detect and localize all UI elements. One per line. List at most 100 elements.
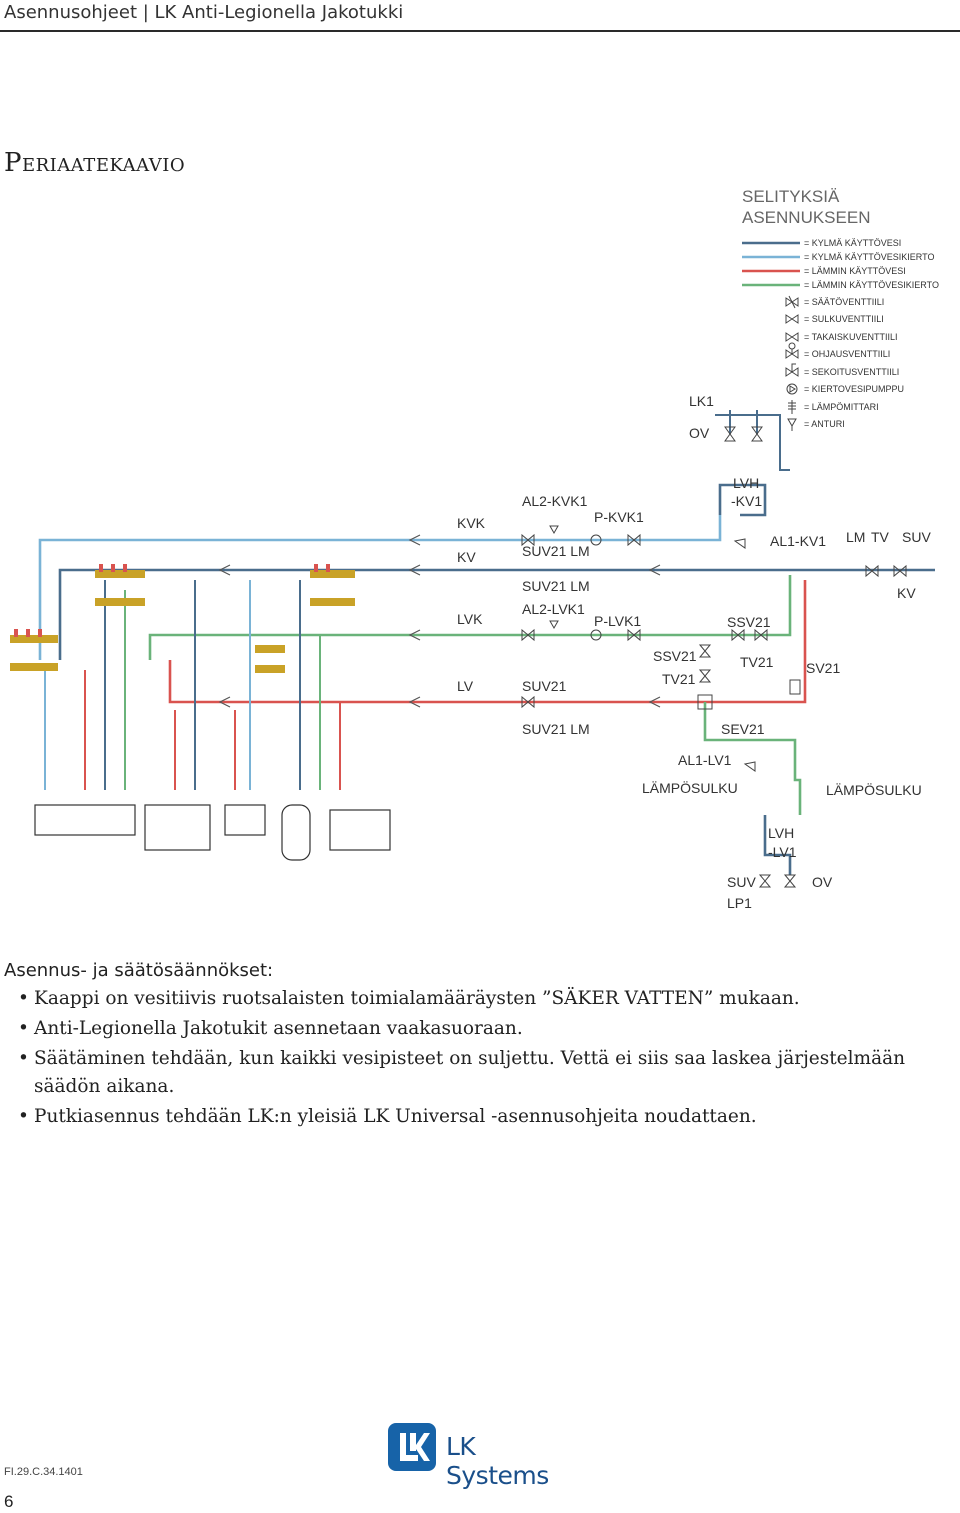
label-kv-right: KV <box>897 585 916 601</box>
rules-heading: Asennus- ja säätösäännökset: <box>4 960 274 981</box>
valve-right-2 <box>893 564 907 578</box>
pipe-kvk <box>38 515 722 660</box>
label-lm: LM <box>846 529 865 545</box>
label-lvh-kv1-b: -KV1 <box>731 493 762 509</box>
rule-item: Putkiasennus tehdään LK:n yleisiä LK Uni… <box>0 1103 950 1131</box>
lk-systems-logo: LK Systems <box>388 1423 578 1490</box>
label-lvh-lv1-b: -LV1 <box>768 844 797 860</box>
manifold-3 <box>10 629 58 671</box>
legend-item-0: = KYLMÄ KÄYTTÖVESI <box>804 238 901 248</box>
rule-item: Anti-Legionella Jakotukit asennetaan vaa… <box>0 1015 950 1043</box>
label-suv21-c: SUV21 <box>522 678 567 694</box>
label-lvh-kv1-a: LVH <box>733 475 759 491</box>
label-kv: KV <box>457 549 476 565</box>
fixture-toilet <box>281 804 311 861</box>
doc-code: FI.29.C.34.1401 <box>4 1466 83 1478</box>
legend-svg: = KYLMÄ KÄYTTÖVESI = KYLMÄ KÄYTTÖVESIKIE… <box>742 238 939 431</box>
circulation-pump-icon <box>786 383 798 395</box>
label-al1-lv1: AL1-LV1 <box>678 752 732 768</box>
pump-p-kvk1 <box>590 534 602 546</box>
pipe-lp1 <box>763 815 792 875</box>
valve-suv21-lv <box>521 695 535 709</box>
sv21-box <box>789 679 801 695</box>
valve-suv21-lvk <box>521 628 535 642</box>
valve-lvk-check <box>627 628 641 642</box>
section-title: Periaatekaavio <box>4 148 186 178</box>
label-al2-lvk1: AL2-LVK1 <box>522 601 585 617</box>
fixture-sink <box>144 804 211 851</box>
thermometer-icon <box>788 400 796 414</box>
label-tv21-b: TV21 <box>740 654 774 670</box>
valve-suv21-kvk <box>521 533 535 547</box>
header-title: Asennusohjeet | LK Anti-Legionella Jakot… <box>4 2 404 23</box>
pipe-lvk <box>148 575 792 660</box>
manifold-4 <box>255 645 285 673</box>
mixing-valve-icon <box>785 363 799 377</box>
legend-item-3: = LÄMMIN KÄYTTÖVESIKIERTO <box>804 280 939 290</box>
manifold-2 <box>310 564 355 606</box>
label-sv21: SV21 <box>806 660 840 676</box>
label-suv: SUV <box>902 529 931 545</box>
label-ssv21-b: SSV21 <box>653 648 697 664</box>
label-kvk: KVK <box>457 515 486 531</box>
arrow-lv <box>408 696 421 708</box>
sensor-al1-kv1 <box>733 538 746 549</box>
rule-item: Kaappi on vesitiivis ruotsalaisten toimi… <box>0 985 950 1013</box>
sev21-mixing-valve <box>697 694 713 710</box>
legend-title-line1: SELITYKSIÄ <box>742 187 840 206</box>
label-lp1: LP1 <box>727 895 752 911</box>
label-suv21-lm-a: SUV21 LM <box>522 543 590 559</box>
sensor-al2-kvk1 <box>549 525 559 535</box>
label-p-kvk1: P-KVK1 <box>594 509 644 525</box>
fixture-washbasin-row <box>34 804 136 836</box>
page-number: 6 <box>4 1492 14 1511</box>
rule-item: Säätäminen tehdään, kun kaikki vesipiste… <box>0 1045 950 1101</box>
valve-lvh-lv1-a <box>758 874 772 888</box>
sensor-icon <box>787 418 797 431</box>
label-lvk: LVK <box>457 611 483 627</box>
balancing-valve-icon <box>785 295 799 309</box>
valve-ssv21-left <box>698 644 712 658</box>
label-lk1: LK1 <box>689 393 714 409</box>
valve-right-1 <box>865 564 879 578</box>
valve-tv21-right <box>754 628 768 642</box>
rules-list: Kaappi on vesitiivis ruotsalaisten toimi… <box>0 985 950 1133</box>
legend-item-11: = ANTURI <box>804 419 845 429</box>
pipe-lv <box>168 580 807 704</box>
label-lampo-b: LÄMPÖSULKU <box>826 781 922 798</box>
legend-item-1: = KYLMÄ KÄYTTÖVESIKIERTO <box>804 252 934 262</box>
label-sev21: SEV21 <box>721 721 765 737</box>
logo-text: LK Systems <box>446 1432 549 1490</box>
legend-item-10: = LÄMPÖMITTARI <box>804 402 879 412</box>
valve-kvk-check <box>627 533 641 547</box>
legend-item-4: = SÄÄTÖVENTTIILI <box>804 297 884 307</box>
legend-title-line2: ASENNUKSEEN <box>742 208 871 227</box>
label-lv: LV <box>457 678 474 694</box>
label-tv21-a: TV21 <box>662 671 696 687</box>
label-al1-kv1: AL1-KV1 <box>770 533 826 549</box>
pipe-lvh-kv1 <box>718 483 767 517</box>
label-ov-top: OV <box>689 425 710 441</box>
legend-item-8: = SEKOITUSVENTTIILI <box>804 367 899 377</box>
label-lampo-a: LÄMPÖSULKU <box>642 779 738 796</box>
label-suv21-lm-b: SUV21 LM <box>522 578 590 594</box>
manifold-1 <box>95 564 145 606</box>
fixture-basin <box>224 804 266 836</box>
lk-logo-mark-icon <box>388 1423 436 1471</box>
header-rule <box>0 30 960 32</box>
valve-ov-1 <box>724 426 736 442</box>
label-ov-bottom: OV <box>812 874 833 890</box>
label-lvh-lv1-a: LVH <box>768 825 794 841</box>
pipe-kv <box>58 568 935 660</box>
arrow-kv <box>408 564 421 576</box>
legend-item-2: = LÄMMIN KÄYTTÖVESI <box>804 266 906 276</box>
label-tv: TV <box>871 529 890 545</box>
valve-lvh-lv1-b <box>783 874 797 888</box>
pump-p-lvk1 <box>590 629 602 641</box>
legend-title: SELITYKSIÄ ASENNUKSEEN <box>742 186 892 228</box>
label-suv-bottom: SUV <box>727 874 756 890</box>
arrow-kv-2 <box>218 564 231 576</box>
valve-tv21-left <box>698 669 712 683</box>
label-al2-kvk1: AL2-KVK1 <box>522 493 588 509</box>
legend-item-5: = SULKUVENTTIILI <box>804 314 884 324</box>
